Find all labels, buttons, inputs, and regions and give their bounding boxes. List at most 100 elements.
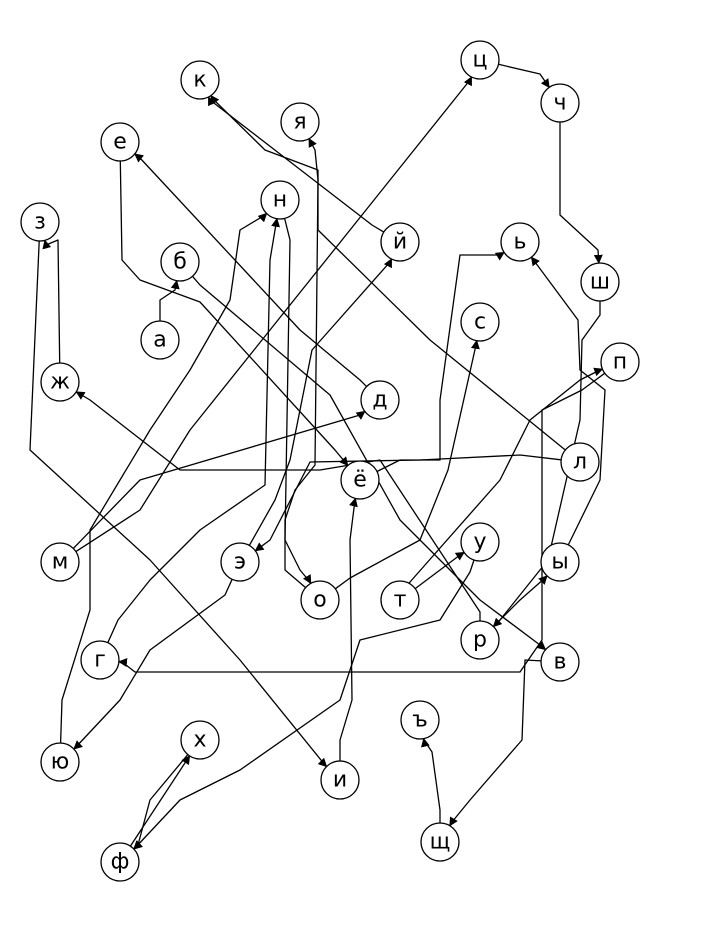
node-e[interactable]: э [220,542,260,582]
edge-ve-to-shcha [449,659,542,827]
node-label-te: т [394,588,407,613]
edge-te-to-u [414,551,465,590]
edge-o-to-es [334,339,480,590]
node-label-ya: я [293,110,306,135]
node-i[interactable]: и [320,760,360,800]
node-label-tse: ц [473,48,488,73]
edge-ef-to-ha [129,755,191,847]
node-en[interactable]: н [260,180,300,220]
edge-e-to-ij [248,258,393,546]
node-ge[interactable]: г [80,640,120,680]
edges-layer [29,63,606,850]
node-el[interactable]: л [560,442,600,482]
node-yery[interactable]: ы [540,542,580,582]
node-label-ie: е [113,130,127,155]
node-de[interactable]: д [360,380,400,420]
edge-o-to-ya [284,137,319,589]
node-label-hard: ъ [412,708,428,733]
node-ij[interactable]: й [380,222,420,262]
node-label-sha: ш [590,270,610,295]
edge-ie-to-yo [119,160,349,467]
node-label-o: о [313,588,326,613]
node-em[interactable]: м [40,542,80,582]
edge-u-to-ef [133,559,475,850]
edge-yo-to-soft [376,251,505,473]
edge-er-to-zhe [75,391,481,621]
node-o[interactable]: о [300,580,340,620]
edge-pe-to-ge [118,372,606,673]
node-label-be: б [173,250,187,275]
node-label-ge: г [94,648,106,673]
edge-yu-to-en [59,212,268,744]
edge-a-to-be [159,279,180,321]
node-label-ha: х [193,728,206,753]
node-label-ka: к [193,68,206,93]
edge-che-to-sha [559,122,603,264]
edge-yery-to-soft [530,256,606,546]
edge-be-to-ve [192,275,547,651]
node-ef[interactable]: ф [100,842,140,882]
node-label-er: р [473,628,487,653]
edge-tse-to-che [498,63,550,89]
node-label-a: а [153,328,166,353]
edge-em-to-de [72,410,366,549]
node-label-e: э [234,550,246,575]
edge-ze-to-i [29,240,328,768]
node-hard[interactable]: ъ [400,700,440,740]
edge-shcha-to-hard [420,737,441,823]
node-ya[interactable]: я [280,102,320,142]
edge-ge-to-en [107,217,281,643]
node-ka[interactable]: к [180,60,220,100]
node-a[interactable]: а [140,320,180,360]
edge-em-to-tse [75,76,473,553]
node-label-i: и [333,768,347,793]
node-label-em: м [52,550,69,575]
node-label-che: ч [554,91,567,116]
node-ze[interactable]: з [20,202,60,242]
node-soft[interactable]: ь [500,222,540,262]
node-pe[interactable]: п [600,342,640,382]
node-u[interactable]: у [460,522,500,562]
edge-ha-to-ef [133,754,189,850]
nodes-layer: ц ч к я е н з й ь б ш с а п ж д л ё у м … [20,40,640,882]
node-tse[interactable]: ц [460,40,500,80]
node-label-ze: з [34,210,46,235]
node-che[interactable]: ч [540,83,580,123]
node-label-u: у [473,530,486,555]
node-label-ef: ф [111,850,130,875]
node-ha[interactable]: х [180,720,220,760]
edge-zhe-to-ze [42,239,61,364]
node-label-yery: ы [551,550,568,575]
node-te[interactable]: т [380,580,420,620]
node-label-el: л [573,450,587,475]
edge-de-to-ie [134,153,368,388]
node-ie[interactable]: е [100,122,140,162]
node-label-en: н [273,188,287,213]
node-label-yu: ю [51,750,70,775]
node-er[interactable]: р [460,620,500,660]
node-label-zhe: ж [50,370,70,395]
node-label-ve: в [554,650,567,675]
node-label-soft: ь [514,230,527,255]
edge-e-to-yu [73,579,233,750]
edge-te-to-pe [408,367,604,584]
node-be[interactable]: б [160,242,200,282]
node-ve[interactable]: в [540,642,580,682]
edge-ij-to-ka [207,96,385,233]
node-label-ij: й [393,230,407,255]
edge-en-to-o [283,218,312,585]
node-yu[interactable]: ю [40,742,80,782]
node-yo[interactable]: ё [340,460,380,500]
node-shcha[interactable]: щ [420,822,460,862]
node-label-pe: п [613,350,627,375]
node-label-shcha: щ [430,830,451,855]
edge-i-to-yo [339,497,358,761]
node-sha[interactable]: ш [580,262,620,302]
node-label-yo: ё [353,468,367,493]
edge-el-to-ka [210,94,566,451]
node-label-de: д [372,388,387,413]
node-zhe[interactable]: ж [40,362,80,402]
node-label-es: с [474,310,486,335]
node-es[interactable]: с [460,302,500,342]
